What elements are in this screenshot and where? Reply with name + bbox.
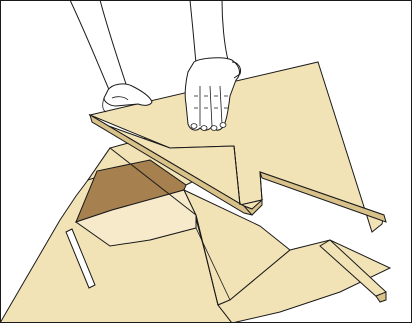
right-arm [190, 0, 228, 64]
fingernail [191, 124, 197, 129]
fingernail [220, 123, 226, 128]
fingernail [211, 126, 217, 131]
fingernail [201, 126, 207, 131]
